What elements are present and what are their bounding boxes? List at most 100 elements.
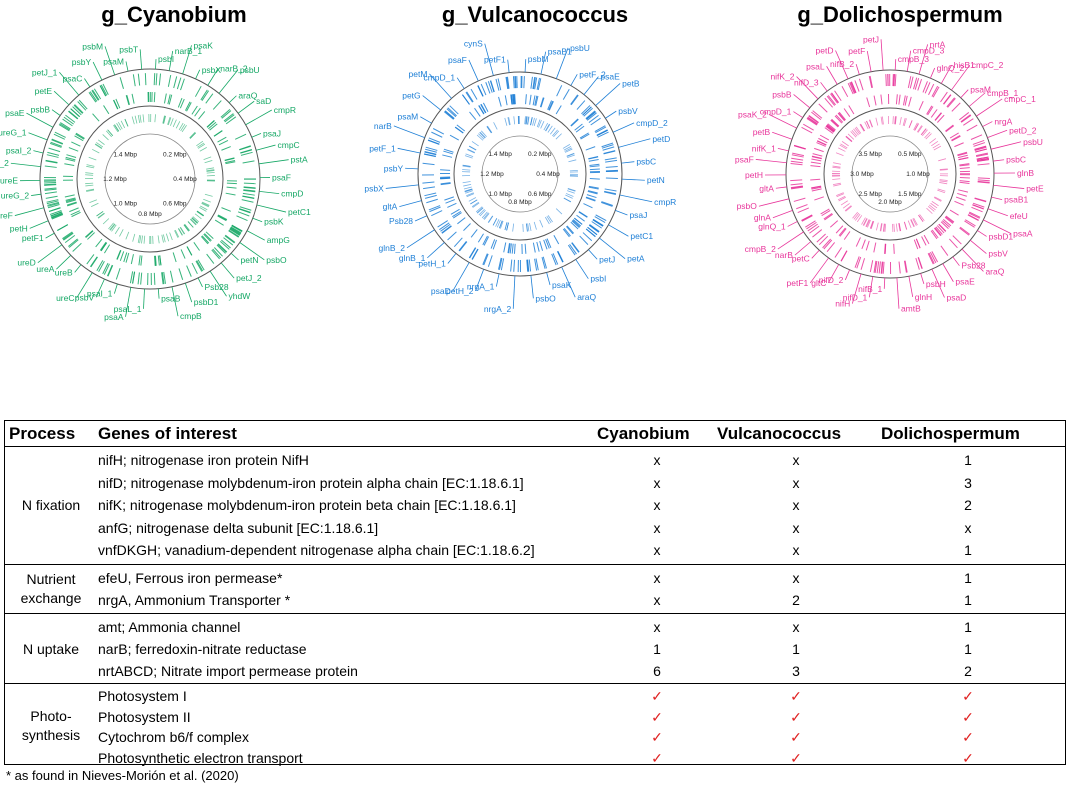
feature-mark xyxy=(432,128,445,135)
feature-mark xyxy=(71,211,81,218)
feature-mark xyxy=(601,142,614,148)
feature-mark xyxy=(84,230,94,238)
gene-leader-line xyxy=(385,184,419,189)
feature-mark xyxy=(163,93,167,104)
feature-mark xyxy=(225,192,236,196)
feature-mark xyxy=(917,78,923,91)
gene-leader-line xyxy=(512,275,516,309)
feature-mark xyxy=(893,243,895,254)
process-label: N uptake xyxy=(5,640,97,659)
feature-mark xyxy=(534,258,538,271)
table-row: anfG; nitrogenase delta subunit [EC:1.18… xyxy=(5,517,1065,539)
cyanobium-cell: x xyxy=(653,497,661,514)
feature-mark xyxy=(439,222,450,231)
gene-label: psbM xyxy=(528,54,549,64)
feature-mark xyxy=(479,209,486,217)
feature-mark xyxy=(922,129,928,137)
feature-mark xyxy=(902,117,906,126)
feature-mark xyxy=(462,165,471,168)
feature-mark xyxy=(107,129,114,137)
feature-mark xyxy=(225,116,237,125)
gene-leader-line xyxy=(405,167,419,170)
feature-mark xyxy=(565,193,574,197)
feature-mark xyxy=(464,188,473,192)
gene-leader-line xyxy=(507,59,510,73)
gene-cell: nrtABCD; Nitrate import permease protein xyxy=(98,663,358,679)
feature-mark xyxy=(138,255,141,266)
feature-mark xyxy=(545,238,550,249)
feature-mark xyxy=(937,114,945,123)
feature-mark xyxy=(945,215,955,223)
gene-label: psbD1 xyxy=(194,297,219,307)
feature-mark xyxy=(173,76,178,89)
feature-mark xyxy=(841,86,849,98)
feature-mark xyxy=(869,119,873,128)
axis-ring xyxy=(851,135,929,213)
feature-mark xyxy=(959,163,970,166)
feature-mark xyxy=(119,251,125,261)
gene-label: glnB_2 xyxy=(378,243,405,253)
feature-mark xyxy=(563,145,572,151)
feature-mark xyxy=(868,119,873,128)
feature-mark xyxy=(928,252,935,264)
gene-leader-line xyxy=(468,59,479,82)
gene-label: petH_2 xyxy=(446,286,474,296)
gene-leader-line xyxy=(399,200,422,208)
feature-mark xyxy=(567,188,576,192)
feature-mark xyxy=(47,204,60,209)
gene-leader-line xyxy=(931,268,945,298)
gene-label: petJ xyxy=(863,34,879,44)
feature-mark xyxy=(555,105,562,115)
feature-mark xyxy=(51,214,64,220)
feature-mark xyxy=(853,128,859,136)
feature-mark xyxy=(865,240,870,251)
feature-mark xyxy=(103,105,110,115)
feature-mark xyxy=(934,112,943,121)
feature-mark xyxy=(895,94,898,105)
gene-leader-line xyxy=(29,220,49,229)
feature-mark xyxy=(534,77,538,90)
feature-mark xyxy=(512,76,515,89)
feature-mark xyxy=(180,78,185,91)
feature-mark xyxy=(907,220,912,229)
gene-label: petE xyxy=(1026,184,1044,194)
gene-label: petN xyxy=(647,175,665,185)
gene-leader-line xyxy=(95,278,105,298)
feature-mark xyxy=(218,139,229,146)
feature-mark xyxy=(850,81,856,94)
feature-mark xyxy=(853,212,860,220)
feature-mark xyxy=(123,252,128,263)
feature-mark xyxy=(582,232,593,242)
feature-mark xyxy=(838,196,846,202)
feature-mark xyxy=(957,152,968,157)
gene-label: petD_2 xyxy=(1009,125,1037,135)
feature-mark xyxy=(801,215,813,222)
feature-mark xyxy=(93,88,102,100)
feature-mark xyxy=(810,161,821,165)
feature-mark xyxy=(201,201,210,206)
feature-mark xyxy=(131,116,135,125)
gene-label: Psb28 xyxy=(204,282,228,292)
feature-mark xyxy=(212,100,222,110)
feature-mark xyxy=(510,259,513,272)
feature-mark xyxy=(102,262,109,275)
feature-mark xyxy=(500,258,505,271)
gene-label: petF xyxy=(848,46,865,56)
feature-mark xyxy=(471,141,479,147)
feature-mark xyxy=(588,114,599,123)
gene-leader-line xyxy=(883,277,886,289)
feature-mark xyxy=(217,215,227,222)
feature-mark xyxy=(495,219,500,227)
gene-leader-line xyxy=(51,109,61,116)
dolichospermum-cell: ✓ xyxy=(962,688,974,704)
gene-label: ureA xyxy=(36,264,54,274)
gene-label: psbD1 xyxy=(989,231,1014,241)
feature-mark xyxy=(924,82,931,94)
feature-mark xyxy=(564,148,573,153)
gene-label: petH xyxy=(745,170,763,180)
feature-mark xyxy=(525,116,528,125)
feature-mark xyxy=(470,229,478,238)
feature-mark xyxy=(495,78,500,91)
